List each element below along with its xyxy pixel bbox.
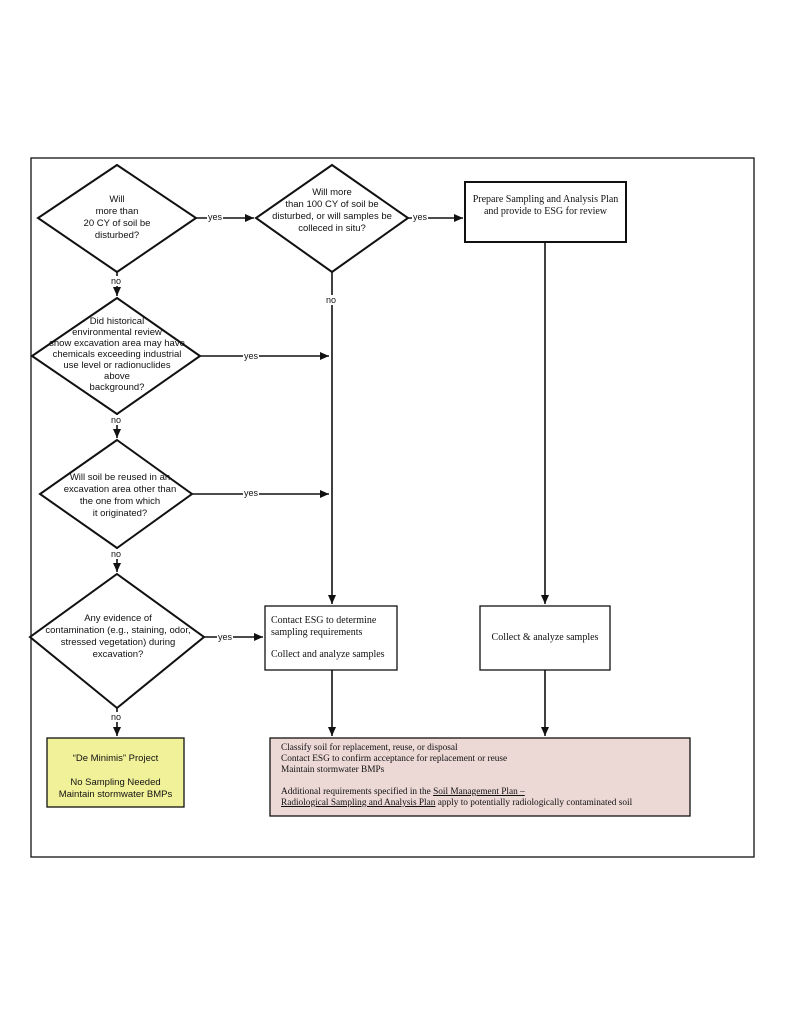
decision-q2-text: Will more than 100 CY of soil be disturb… [262, 187, 402, 235]
decision-q5-text: Any evidence of contamination (e.g., sta… [30, 613, 206, 661]
collect-analyze-box [479, 605, 611, 671]
contact-esg-line: Collect and analyze samples [271, 649, 385, 660]
classify-text: Classify soil for replacement, reuse, or… [281, 743, 686, 809]
q2-line: Will more [312, 187, 352, 198]
decision-q3-text: Did historical environmental review show… [37, 316, 197, 393]
q3-line: above [104, 371, 130, 382]
outer-frame [30, 157, 755, 858]
q3-line: environmental review [72, 327, 162, 338]
contact-esg-text: Contact ESG to determine sampling requir… [271, 615, 397, 661]
spacer [271, 638, 397, 649]
classify-add-suffix: apply to potentially radiologically cont… [435, 798, 633, 808]
contact-esg-line: sampling requirements [271, 626, 363, 638]
q1-line: disturbed? [94, 230, 140, 241]
classify-box [269, 737, 691, 817]
classify-line: Maintain stormwater BMPs [281, 765, 385, 775]
q3-line: background? [89, 382, 145, 393]
soil-management-plan-link[interactable]: Soil Management Plan – [433, 787, 525, 797]
q4-line: the one from which [79, 496, 161, 507]
q2-line: disturbed, or will samples be [272, 211, 392, 222]
q5-no-label: no [111, 712, 122, 722]
q4-line: Will soil be reused in an [69, 472, 171, 483]
q1-line: Will [109, 194, 125, 205]
q5-line: contamination (e.g., staining, odor, [45, 625, 191, 636]
prepare-plan-box [464, 181, 627, 243]
classify-additional-line1: Additional requirements specified in the… [281, 787, 686, 798]
q1-line: 20 CY of soil be [83, 218, 151, 229]
q3-yes-label: yes [243, 351, 260, 361]
de-minimis-title: “De Minimis” Project [72, 753, 159, 764]
q2-line: than 100 CY of soil be [285, 199, 379, 210]
de-minimis-text: “De Minimis” Project No Sampling Needed … [47, 753, 184, 801]
prepare-plan-text: Prepare Sampling and Analysis Plan and p… [465, 194, 626, 217]
de-minimis-line: No Sampling Needed [70, 777, 161, 788]
decision-q1-text: Will more than 20 CY of soil be disturbe… [67, 194, 167, 242]
q2-line: colleced in situ? [298, 223, 366, 234]
q4-line: excavation area other than [63, 484, 177, 495]
q3-no-label: no [111, 415, 122, 425]
radiological-plan-link[interactable]: Radiological Sampling and Analysis Plan [281, 798, 436, 808]
q4-line: it originated? [92, 508, 148, 519]
q5-yes-label: yes [217, 632, 234, 642]
spacer [47, 765, 184, 777]
q3-line: use level or radionuclides [63, 360, 171, 371]
q4-yes-label: yes [243, 488, 260, 498]
classify-additional-line2: Radiological Sampling and Analysis Plan … [281, 798, 686, 809]
q2-yes-label: yes [412, 212, 429, 222]
q2-no-label: no [326, 295, 337, 305]
q4-no-label: no [111, 549, 122, 559]
q1-line: more than [95, 206, 139, 217]
spacer [281, 776, 686, 787]
collect-analyze-text: Collect & analyze samples [491, 632, 599, 643]
contact-esg-line: Contact ESG to determine [271, 615, 377, 626]
prepare-plan-line: and provide to ESG for review [483, 205, 608, 217]
q1-yes-label: yes [207, 212, 224, 222]
q5-line: Any evidence of [84, 613, 152, 624]
q5-line: excavation? [92, 649, 144, 660]
de-minimis-line: Maintain stormwater BMPs [58, 789, 173, 800]
q5-line: stressed vegetation) during [60, 637, 176, 648]
de-minimis-box [46, 737, 185, 808]
classify-line: Contact ESG to confirm acceptance for re… [281, 754, 508, 764]
contact-esg-box [264, 605, 398, 671]
classify-add-prefix: Additional requirements specified in the [281, 787, 434, 797]
q3-line: show excavation area may have [49, 338, 185, 349]
connectors [113, 214, 549, 736]
classify-line: Classify soil for replacement, reuse, or… [281, 743, 458, 753]
q3-line: Did historical [89, 316, 145, 327]
q1-no-label: no [111, 276, 122, 286]
q3-line: chemicals exceeding industrial [52, 349, 182, 360]
decision-q4-text: Will soil be reused in an excavation are… [47, 472, 193, 520]
prepare-plan-line: Prepare Sampling and Analysis Plan [472, 194, 619, 205]
